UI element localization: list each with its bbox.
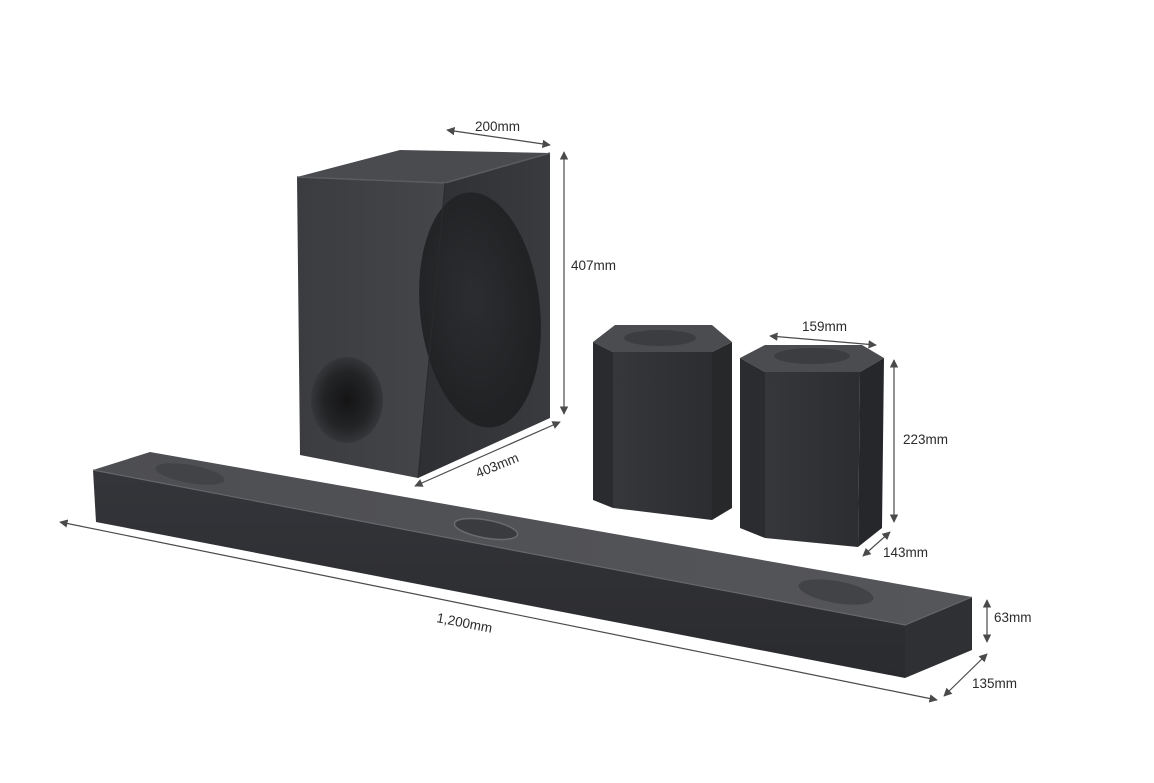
subwoofer <box>296 150 551 479</box>
sub-height-label: 407mm <box>571 258 616 273</box>
rear-height-label: 223mm <box>903 432 948 447</box>
dimension-annotations: 200mm 407mm 403mm 159mm 223mm 143mm 1,20… <box>59 119 1032 703</box>
rear-width-label: 159mm <box>802 319 847 334</box>
bar-height-label: 63mm <box>994 610 1032 625</box>
bar-depth-label: 135mm <box>972 676 1017 691</box>
woofer-cone <box>419 192 541 428</box>
soundbar-left-driver <box>155 463 225 485</box>
sub-width-label: 200mm <box>475 119 520 134</box>
bass-port <box>311 357 383 443</box>
rear-speaker-right <box>740 345 884 547</box>
rear-depth-label: 143mm <box>883 545 928 560</box>
sub-depth-label: 403mm <box>474 450 521 481</box>
rear-speaker-left <box>593 325 732 520</box>
bar-width-label: 1,200mm <box>435 610 493 635</box>
